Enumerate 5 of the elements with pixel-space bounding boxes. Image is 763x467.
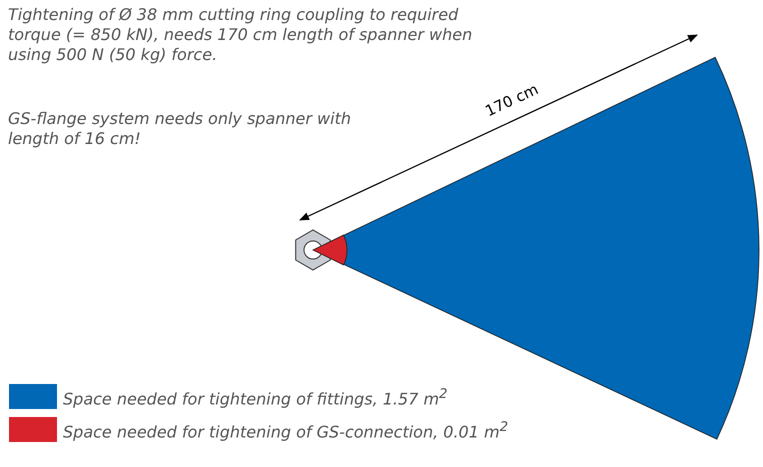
- legend-label: Space needed for tightening of fittings, 1.57 m$^{2}$: [63, 386, 448, 410]
- dimension-label: 170 cm: [482, 79, 542, 122]
- legend-label: Space needed for tightening of GS-connection, 0.01 m$^{2}$: [63, 419, 508, 442]
- note-text: GS-flange system needs only spanner with length of 16 cm!: [8, 109, 352, 149]
- description-text: Tightening of Ø 38 mm cutting ring coupling to required torque (= 850 kN), needs 170 cm length of spanner when using 500 N (50 kg) force.: [8, 5, 474, 65]
